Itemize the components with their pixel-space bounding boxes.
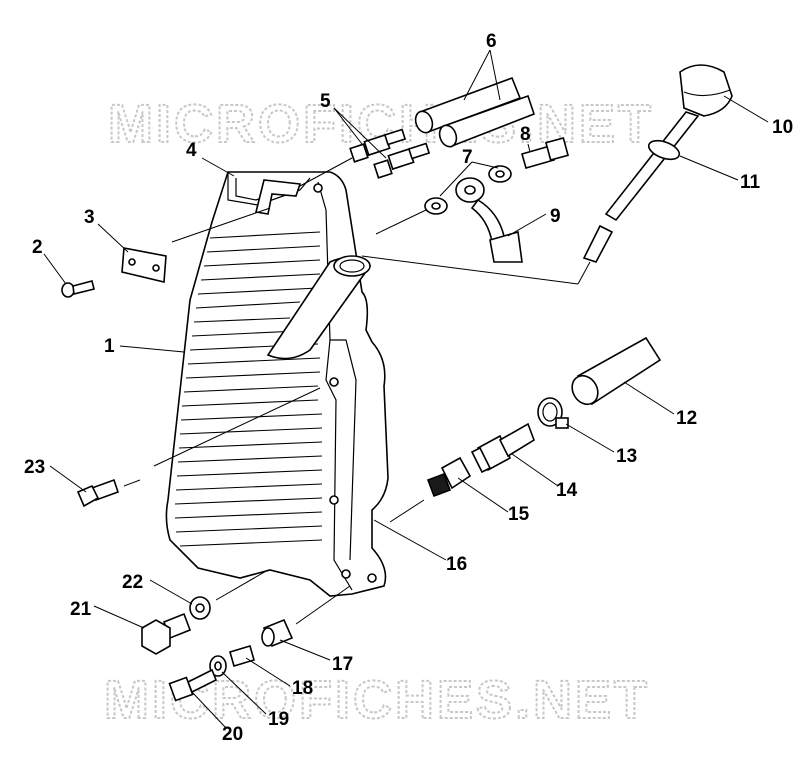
callout-6: 6	[486, 31, 497, 52]
hoses-6	[414, 76, 535, 148]
fitting-5b	[373, 142, 431, 179]
bolt-8	[521, 136, 570, 169]
callout-10: 10	[772, 117, 793, 138]
callout-13: 13	[616, 446, 637, 467]
callout-11: 11	[740, 172, 761, 193]
callout-16: 16	[446, 554, 467, 575]
nipple-14	[470, 422, 535, 474]
callout-15: 15	[508, 504, 530, 525]
banjo-9	[455, 177, 523, 263]
assembly-lines	[123, 157, 591, 625]
callout-3: 3	[84, 207, 95, 228]
callout-20: 20	[222, 724, 243, 745]
bolt-21	[141, 612, 192, 655]
spacer-17	[261, 618, 294, 648]
callout-1: 1	[104, 336, 115, 357]
callout-23: 23	[24, 457, 45, 478]
callout-8: 8	[520, 124, 531, 145]
callout-17: 17	[332, 654, 353, 675]
callout-12: 12	[676, 408, 697, 429]
bracket-3	[121, 247, 167, 283]
o-ring-11	[647, 139, 681, 161]
callout-22: 22	[122, 572, 143, 593]
washer-22	[189, 596, 211, 620]
callout-18: 18	[292, 678, 313, 699]
callout-2: 2	[32, 237, 43, 258]
oil-tank	[165, 171, 389, 597]
callout-21: 21	[70, 599, 92, 620]
leader-lines	[43, 49, 769, 729]
callout-14: 14	[556, 480, 578, 501]
callout-7: 7	[462, 147, 473, 168]
callout-4: 4	[186, 140, 197, 161]
bolt-20	[168, 668, 218, 702]
screw-2	[61, 280, 95, 298]
clip-4	[255, 179, 302, 215]
callout-labels: 1 2 3 4 5 6 7 8 9 10 11 12 13 14 15 16 1…	[24, 31, 793, 745]
callout-19: 19	[268, 709, 289, 730]
callout-9: 9	[550, 206, 561, 227]
washers-7	[424, 165, 512, 215]
clamp-13	[537, 397, 569, 429]
dipstick-10	[582, 64, 733, 263]
callout-5: 5	[320, 91, 331, 112]
hose-12	[571, 336, 662, 406]
sensor-15	[426, 456, 472, 498]
bolt-23	[76, 478, 120, 508]
washer-19	[209, 655, 227, 677]
sleeve-18	[229, 645, 255, 667]
